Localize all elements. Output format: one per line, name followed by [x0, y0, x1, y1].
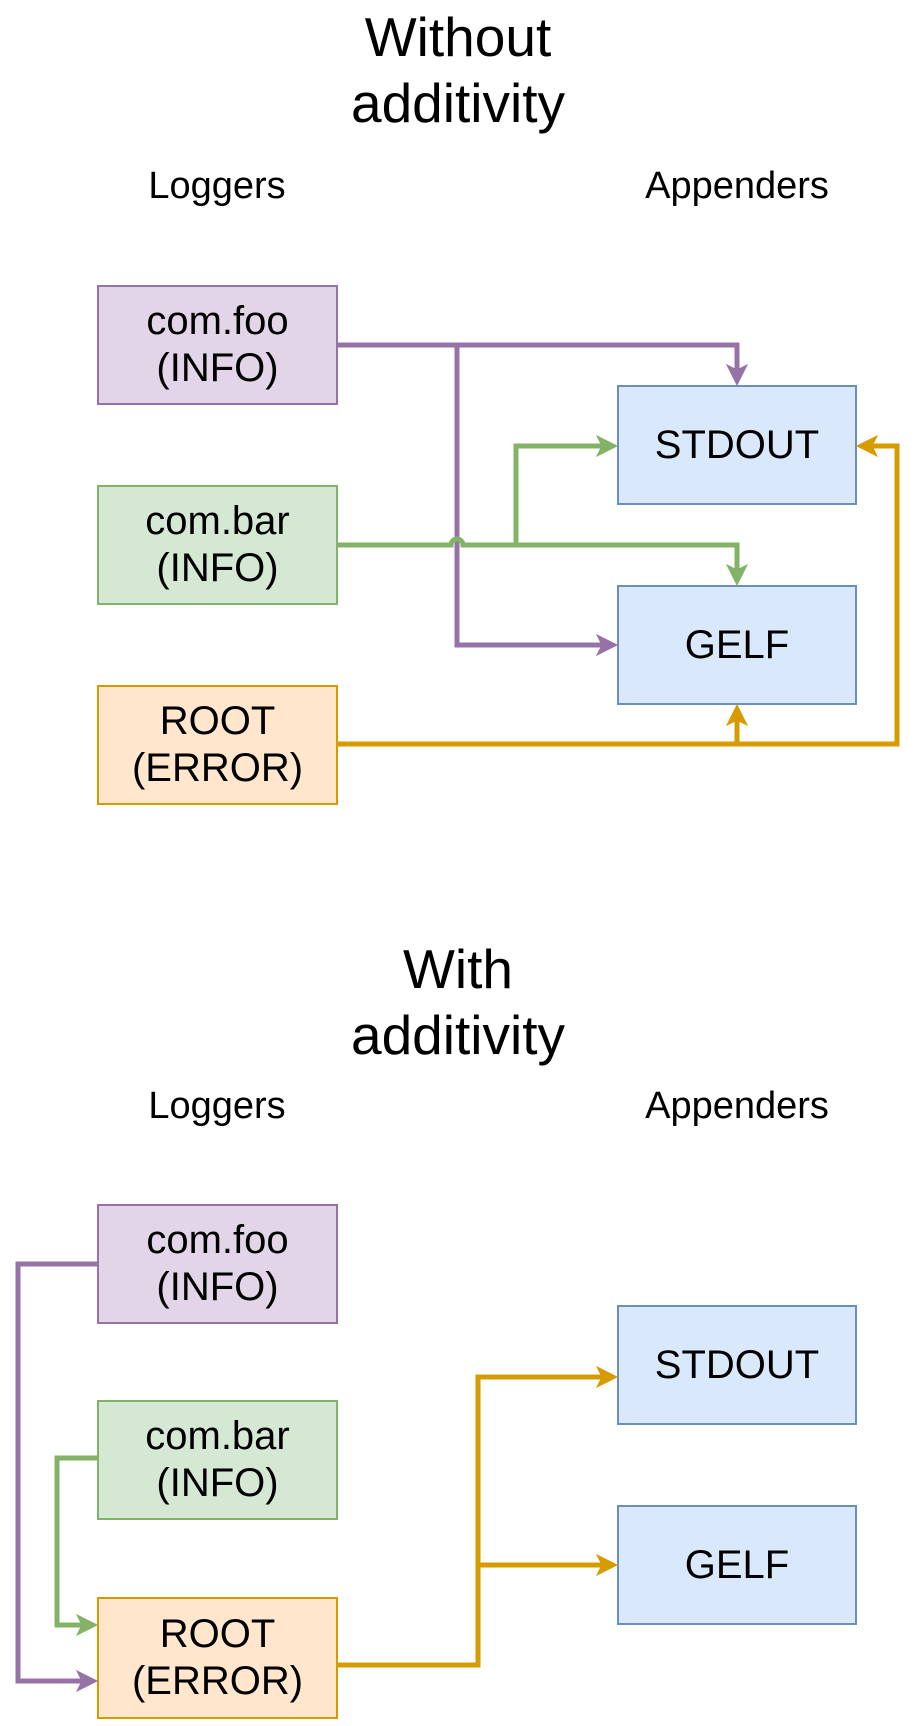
appenders-heading: Appenders	[645, 1085, 829, 1127]
logger-name: com.foo	[146, 1218, 289, 1262]
diagram-title: Without additivity	[0, 4, 916, 136]
logger-node-com-bar[interactable]: com.bar (INFO)	[97, 1400, 338, 1520]
appender-name: GELF	[684, 1542, 790, 1587]
logger-level: (INFO)	[156, 546, 279, 590]
logger-level: (INFO)	[156, 1265, 279, 1309]
logger-level: (INFO)	[156, 346, 279, 390]
logger-name: ROOT	[159, 1612, 276, 1656]
logger-level: (ERROR)	[131, 1659, 304, 1703]
edge-com-foo-to-stdout[interactable]	[338, 342, 740, 373]
loggers-heading: Loggers	[148, 165, 286, 207]
appender-node-stdout[interactable]: STDOUT	[617, 385, 857, 505]
loggers-heading: Loggers	[148, 1085, 286, 1127]
title-line-2: additivity	[351, 1004, 565, 1066]
logger-node-com-foo[interactable]: com.foo (INFO)	[97, 285, 338, 405]
logger-level: (ERROR)	[131, 746, 304, 790]
appender-node-gelf[interactable]: GELF	[617, 585, 857, 705]
title-line-1: Without	[364, 6, 552, 68]
logger-level: (INFO)	[156, 1461, 279, 1505]
appender-node-gelf[interactable]: GELF	[617, 1505, 857, 1625]
appender-name: STDOUT	[654, 1342, 820, 1387]
logger-name: ROOT	[159, 699, 276, 743]
edge-com-foo-to-gelf[interactable]	[454, 345, 605, 648]
appenders-heading: Appenders	[645, 165, 829, 207]
appender-name: GELF	[684, 622, 790, 667]
logger-name: com.bar	[145, 499, 290, 543]
logger-node-root[interactable]: ROOT (ERROR)	[97, 685, 338, 805]
appender-name: STDOUT	[654, 422, 820, 467]
edge-root-to-stdout[interactable]	[338, 1374, 605, 1668]
logger-node-root[interactable]: ROOT (ERROR)	[97, 1597, 338, 1719]
logger-node-com-bar[interactable]: com.bar (INFO)	[97, 485, 338, 605]
edge-com-bar-to-stdout[interactable]	[513, 443, 605, 545]
logger-name: com.bar	[145, 1414, 290, 1458]
logger-node-com-foo[interactable]: com.foo (INFO)	[97, 1204, 338, 1324]
edge-root-to-stdout[interactable]	[737, 443, 900, 747]
edge-com-bar-to-gelf[interactable]	[338, 536, 740, 573]
edge-com-bar-to-root[interactable]	[54, 1455, 97, 1628]
logger-name: com.foo	[146, 299, 289, 343]
title-line-1: With	[403, 938, 513, 1000]
edge-com-foo-to-root[interactable]	[15, 1261, 97, 1684]
appender-node-stdout[interactable]: STDOUT	[617, 1305, 857, 1425]
edge-root-to-gelf[interactable]	[338, 717, 740, 747]
diagram-title: With additivity	[0, 936, 916, 1068]
title-line-2: additivity	[351, 72, 565, 134]
